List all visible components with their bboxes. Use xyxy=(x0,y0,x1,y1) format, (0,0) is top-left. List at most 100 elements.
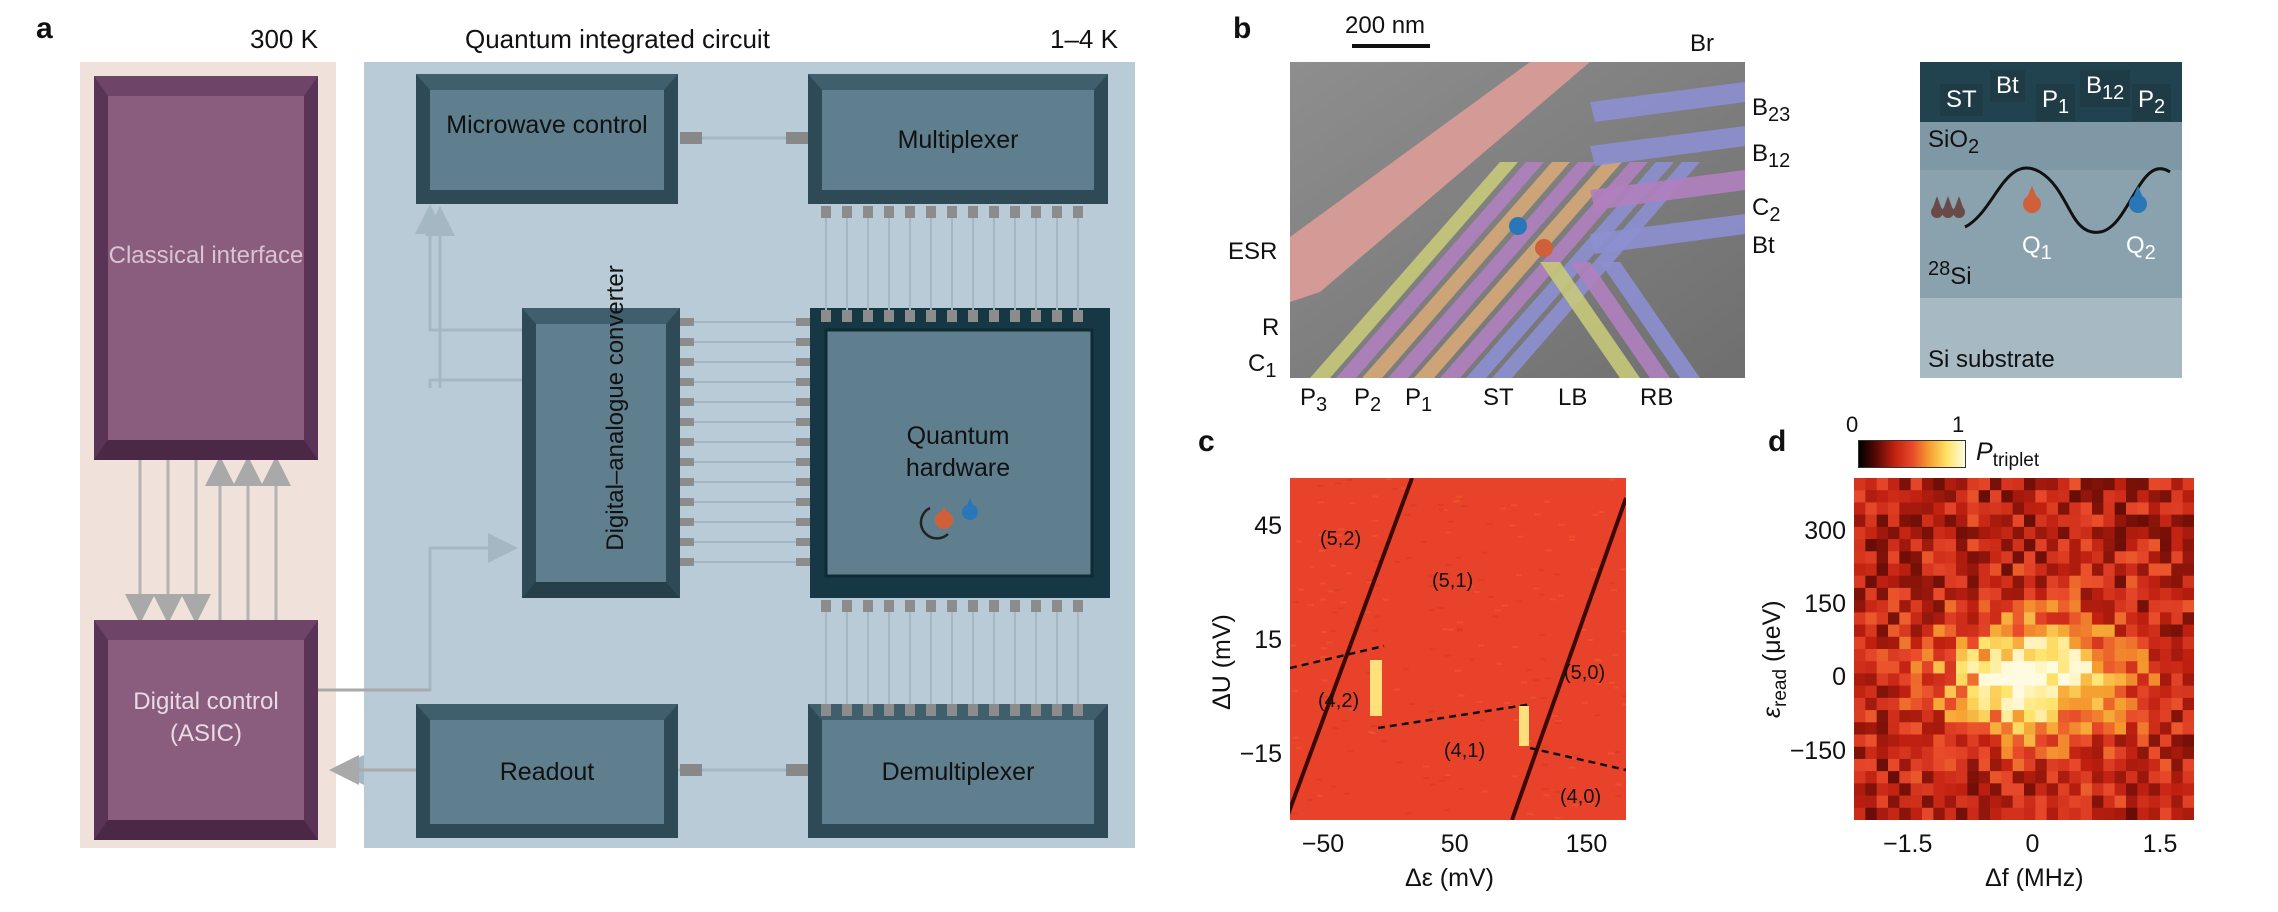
heatmap-cell xyxy=(1956,722,1968,735)
heatmap-cell xyxy=(1910,685,1923,699)
heatmap-cell xyxy=(2058,624,2070,638)
heatmap-cell xyxy=(2114,734,2127,748)
transition-line-1 xyxy=(1290,478,1414,815)
dac-box xyxy=(522,308,680,598)
noise-pixel xyxy=(1587,638,1594,641)
heatmap-cell xyxy=(2024,661,2036,674)
heatmap-cell xyxy=(1967,771,1980,784)
noise-pixel xyxy=(1468,658,1475,661)
heatmap-cell xyxy=(2058,575,2070,589)
heatmap-cell xyxy=(1933,661,1946,674)
heatmap-cell xyxy=(1956,771,1968,784)
connector-pin xyxy=(842,310,852,322)
heatmap-cell xyxy=(1922,710,1934,723)
heatmap-cell xyxy=(2137,612,2150,626)
readout-box xyxy=(416,704,678,838)
noise-pixel xyxy=(1330,629,1337,632)
gate-bt: Bt xyxy=(1752,232,1775,259)
heatmap-cell xyxy=(2171,710,2184,723)
region-42: (4,2) xyxy=(1318,690,1360,712)
stability-diagram xyxy=(1290,478,1626,820)
heatmap-cell xyxy=(2171,600,2184,613)
heatmap-cell xyxy=(2182,551,2194,564)
noise-pixel xyxy=(1371,495,1378,498)
heatmap-cell xyxy=(2058,685,2070,699)
connector-pin xyxy=(947,600,957,612)
heatmap-cell xyxy=(2001,783,2014,797)
connector-pin xyxy=(821,600,831,612)
heatmap-cell xyxy=(1922,478,1934,491)
noise-pixel xyxy=(1476,701,1483,704)
panel-c-xlabel: Δε (mV) xyxy=(1405,864,1494,892)
noise-pixel xyxy=(1318,549,1325,552)
heatmap-cell xyxy=(2171,783,2184,797)
heatmap-cell xyxy=(2171,771,2184,784)
heatmap-cell xyxy=(1944,526,1957,540)
connector-pin xyxy=(680,338,694,346)
heatmap-cell xyxy=(2046,539,2059,552)
gate-lead xyxy=(1590,170,1745,210)
noise-pixel xyxy=(1594,658,1601,661)
heatmap-cell xyxy=(2058,673,2070,687)
heatmap-cell xyxy=(2069,661,2082,674)
heatmap-cell xyxy=(1956,551,1968,564)
heatmap-cell xyxy=(2148,697,2161,711)
heatmap-cell xyxy=(2046,783,2059,797)
heatmap-cell xyxy=(2126,600,2138,613)
gate-esr: ESR xyxy=(1228,238,1278,265)
heatmap-cell xyxy=(2148,478,2161,491)
connector-pin xyxy=(842,600,852,612)
heatmap-cell xyxy=(2148,636,2161,650)
heatmap-cell xyxy=(2171,587,2184,601)
heatmap-cell xyxy=(2035,526,2048,540)
heatmap-cell xyxy=(1910,539,1923,552)
heatmap-cell xyxy=(1956,490,1968,503)
heatmap-cell xyxy=(1888,624,1900,638)
noise-pixel xyxy=(1402,668,1409,671)
noise-pixel xyxy=(1444,808,1451,811)
heatmap-cell xyxy=(1910,490,1923,503)
heatmap-cell xyxy=(2137,539,2150,552)
heatmap-cell xyxy=(1922,771,1934,784)
heatmap-cell xyxy=(2024,673,2036,687)
panel-d-ytick: 300 xyxy=(1804,516,1846,545)
gate-lead xyxy=(1590,82,1745,122)
noise-pixel xyxy=(1569,535,1576,538)
heatmap-cell xyxy=(1978,734,1991,748)
heatmap-cell xyxy=(2182,636,2194,650)
noise-pixel xyxy=(1530,696,1537,699)
noise-pixel xyxy=(1455,556,1462,559)
noise-pixel xyxy=(1306,799,1313,802)
heatmap-cell xyxy=(1876,600,1889,613)
heatmap-cell xyxy=(1865,649,1878,662)
heatmap-cell xyxy=(1854,807,1866,820)
heatmap-cell xyxy=(1956,587,1968,601)
heatmap-cell xyxy=(1990,795,2002,809)
heatmap-cell xyxy=(2148,807,2161,820)
heatmap-cell xyxy=(1865,697,1878,711)
noise-pixel xyxy=(1591,568,1598,571)
heatmap-cell xyxy=(2024,502,2036,516)
q1-label: Q1 xyxy=(2022,232,2052,264)
heatmap-cell xyxy=(2160,575,2172,589)
heatmap-cell xyxy=(1990,514,2002,528)
heatmap-cell xyxy=(1990,478,2002,491)
connector-pin xyxy=(1073,206,1083,218)
noise-pixel xyxy=(1445,531,1452,534)
heatmap-cell xyxy=(1978,624,1991,638)
heatmap-cell xyxy=(1956,563,1968,577)
heatmap-cell xyxy=(1967,600,1980,613)
noise-pixel xyxy=(1318,533,1325,536)
heatmap-cell xyxy=(2092,758,2104,772)
heatmap-cell xyxy=(1933,771,1946,784)
heatmap-cell xyxy=(2058,795,2070,809)
noise-pixel xyxy=(1473,590,1480,593)
heatmap-cell xyxy=(1967,612,1980,626)
heatmap-cell xyxy=(1922,624,1934,638)
heatmap-cell xyxy=(1888,612,1900,626)
heatmap-cell xyxy=(1990,551,2002,564)
heatmap-cell xyxy=(2137,734,2150,748)
heatmap-cell xyxy=(1899,526,1912,540)
connector-pin xyxy=(863,206,873,218)
heatmap-cell xyxy=(1978,710,1991,723)
